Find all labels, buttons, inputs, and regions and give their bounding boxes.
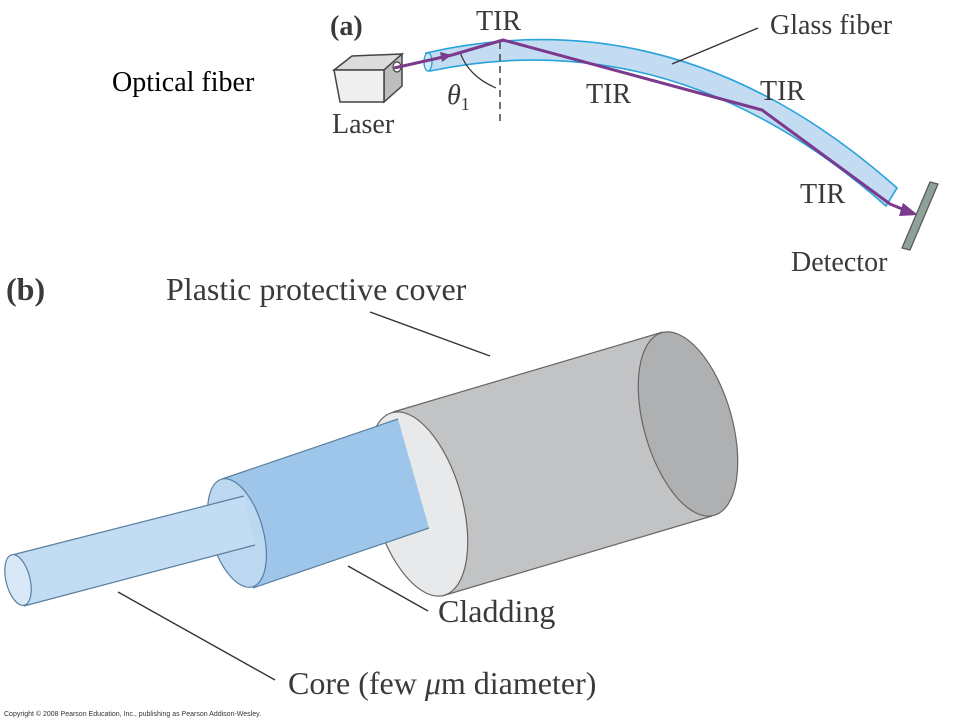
tir-label-3: TIR: [760, 76, 805, 107]
angle-theta: θ1: [447, 80, 470, 114]
tir-label-1: TIR: [476, 6, 521, 37]
core: [4, 495, 256, 607]
cover-label: Plastic protective cover: [166, 271, 467, 307]
ray-arrow-1: [440, 52, 452, 62]
cover-leader: [369, 311, 491, 357]
ray-arrow-tip: [899, 203, 918, 216]
cladding-leader: [347, 565, 429, 612]
core-leader: [117, 591, 276, 681]
part-b: (b) Plastic protective cover Cladding: [4, 271, 739, 701]
angle-arc: [459, 51, 497, 89]
part-a-label: (a): [330, 11, 363, 42]
part-b-label: (b): [6, 271, 45, 307]
part-a: (a) Optical fiber Laser Glass fiber θ1 T…: [112, 6, 939, 278]
glass-fiber-label: Glass fiber: [770, 10, 893, 41]
detector-icon: [901, 181, 939, 251]
glass-fiber: [425, 38, 899, 208]
detector-label: Detector: [791, 247, 888, 278]
copyright-text: Copyright © 2008 Pearson Education, Inc.…: [4, 710, 261, 718]
core-label: Core (few μm diameter): [288, 665, 596, 701]
tir-label-4: TIR: [800, 179, 845, 210]
laser-label: Laser: [332, 109, 395, 140]
optical-fiber-title: Optical fiber: [112, 67, 255, 98]
cladding-label: Cladding: [438, 593, 555, 629]
laser-icon: [331, 52, 405, 104]
tir-label-2: TIR: [586, 79, 631, 110]
glass-fiber-leader: [671, 27, 759, 65]
